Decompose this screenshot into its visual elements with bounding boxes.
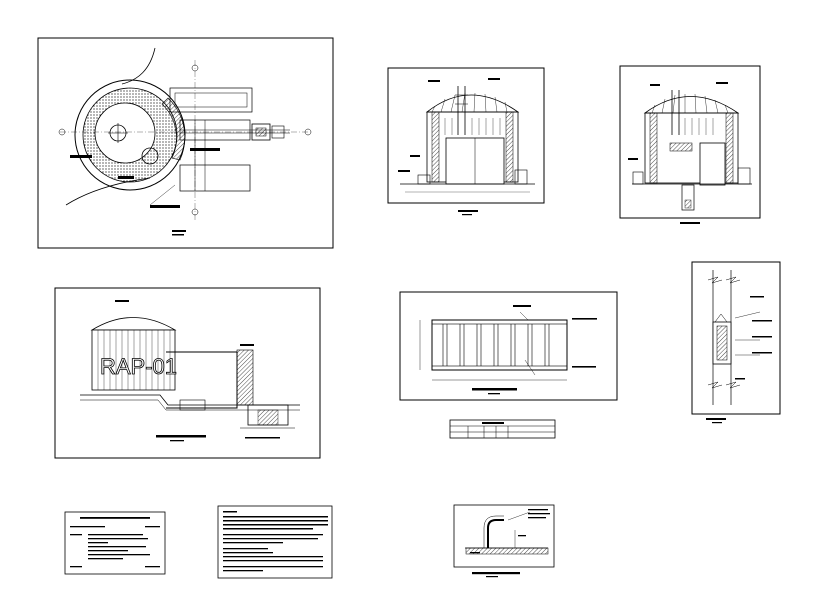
- panel-front-elevation: [387, 67, 545, 216]
- notes-box-specifications: [64, 511, 166, 575]
- tank-id-label: RAP-01: [100, 354, 177, 379]
- schedule-table: [449, 419, 556, 439]
- notes-box-general: [217, 505, 333, 579]
- panel-vertical-detail: [691, 261, 781, 424]
- panel-tank-section: RAP-01: [54, 287, 321, 459]
- panel-plan-view: [37, 37, 334, 249]
- panel-vent-pipe-detail: [453, 504, 555, 578]
- panel-railing-detail: [399, 291, 618, 401]
- panel-side-elevation: [619, 65, 761, 224]
